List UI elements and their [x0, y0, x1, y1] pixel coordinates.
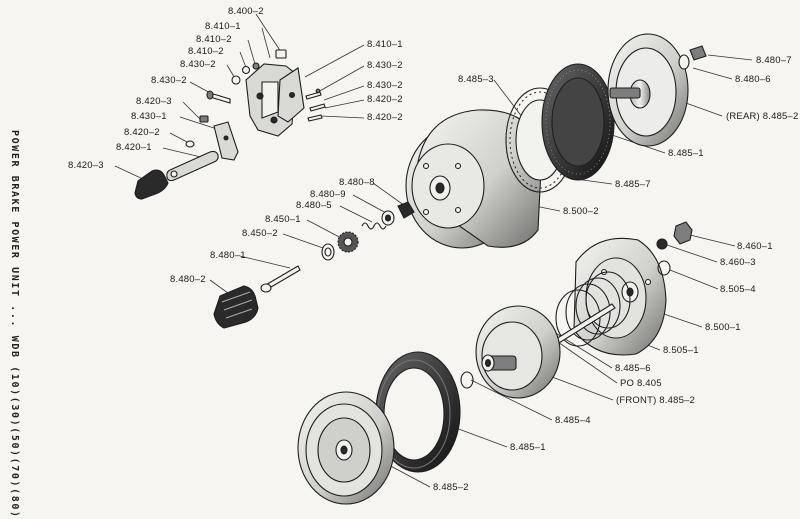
callout-c11: 8.420–3: [68, 160, 104, 171]
callout-c02: 8.410–1: [205, 21, 241, 32]
callout-c22: 8.485–7: [615, 179, 651, 190]
callout-c39: 8.485–4: [555, 415, 591, 426]
callout-c12: 8.410–1: [367, 39, 403, 50]
callout-c08: 8.430–1: [131, 111, 167, 122]
callout-c27: 8.450–1: [265, 214, 301, 225]
callout-c18: 8.480–7: [756, 55, 792, 66]
callout-c14: 8.430–2: [367, 80, 403, 91]
callout-c25: 8.480–5: [296, 200, 332, 211]
callout-c10: 8.420–1: [116, 142, 152, 153]
callout-c34: 8.500–1: [705, 322, 741, 333]
callout-c24: 8.480–9: [310, 189, 346, 200]
callout-c29: 8.480–1: [210, 250, 246, 261]
front-cover: [297, 391, 395, 505]
callout-c04: 8.410–2: [188, 46, 224, 57]
callout-c28: 8.450–2: [242, 228, 278, 239]
callout-c17: 8.485–3: [458, 74, 494, 85]
callout-c03: 8.410–2: [196, 34, 232, 45]
front-plate: [460, 305, 561, 399]
callout-c38: (FRONT) 8.485–2: [616, 395, 696, 406]
callout-c26: 8.500–2: [563, 206, 599, 217]
callout-c09: 8.420–2: [124, 127, 160, 138]
callout-c07: 8.420–3: [136, 96, 172, 107]
callout-c01: 8.400–2: [228, 6, 264, 17]
callout-c37: PO 8.405: [620, 378, 662, 389]
callout-c41: 8.485–2: [433, 482, 469, 493]
callout-c40: 8.485–1: [510, 442, 546, 453]
callout-c23: 8.480–8: [339, 177, 375, 188]
callout-c16: 8.420–2: [367, 112, 403, 123]
pedal-linkage-group: [134, 49, 326, 200]
callout-c32: 8.460–3: [720, 257, 756, 268]
rear-shell: [405, 109, 543, 249]
callout-c21: 8.485–1: [668, 148, 704, 159]
callout-c13: 8.430–2: [367, 60, 403, 71]
callout-c35: 8.505–1: [663, 345, 699, 356]
callout-c19: 8.480–6: [735, 74, 771, 85]
callout-c30: 8.480–2: [170, 274, 206, 285]
rear-diaphragm-stack: [505, 33, 707, 193]
front-shell: [573, 221, 693, 356]
page-title: POWER BRAKE POWER UNIT ... WDB (10)(30)(…: [9, 130, 20, 519]
callout-c20: (REAR) 8.485–2: [726, 111, 799, 122]
front-diaphragm: [375, 351, 461, 473]
callout-c15: 8.420–2: [367, 94, 403, 105]
callout-c36: 8.485–6: [615, 363, 651, 374]
center-small-parts: [213, 201, 415, 329]
callout-c06: 8.430–2: [151, 75, 187, 86]
callout-c31: 8.460–1: [737, 241, 773, 252]
callout-c05: 8.430–2: [180, 59, 216, 70]
callout-c33: 8.505–4: [720, 284, 756, 295]
